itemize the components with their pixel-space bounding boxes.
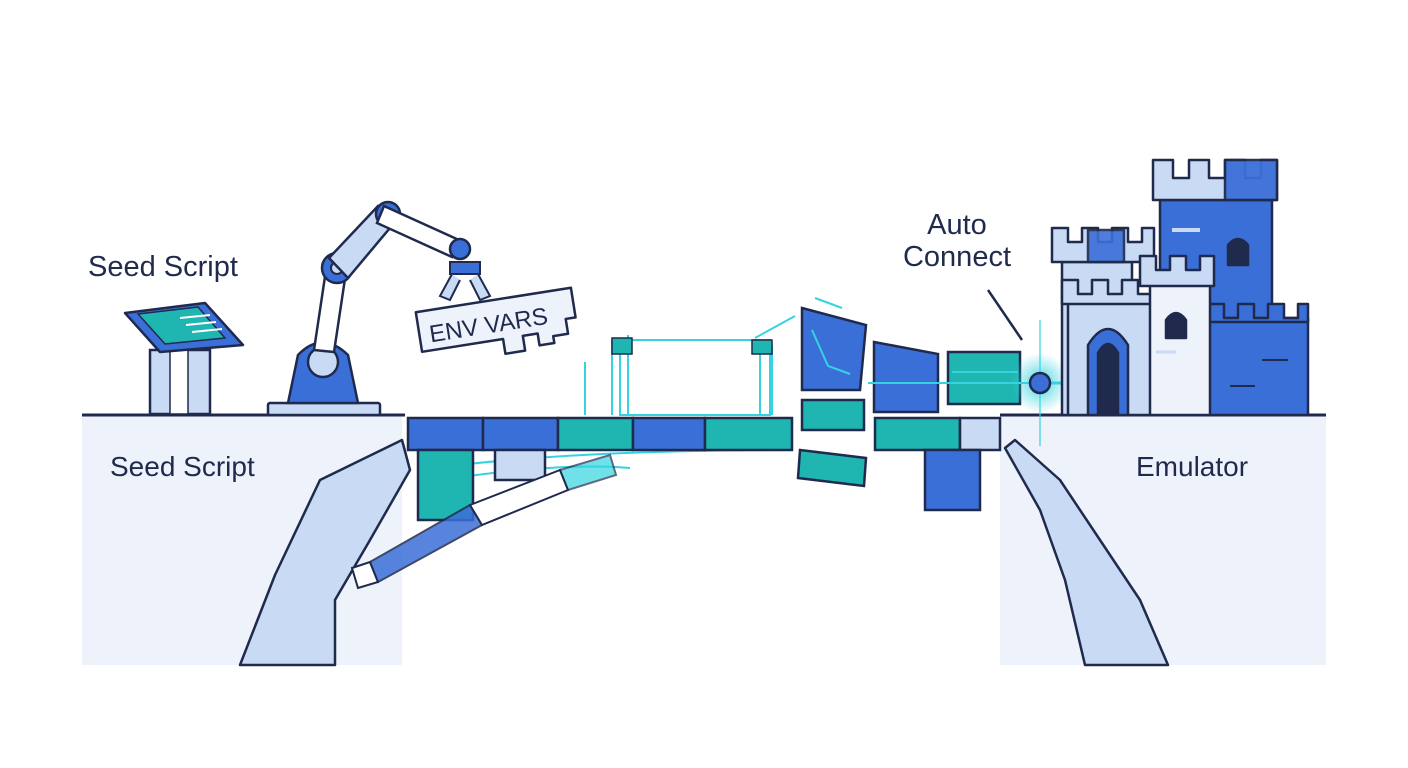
auto-connect-label: Auto Connect: [882, 209, 1032, 274]
seed-script-cliff-label: Seed Script: [110, 451, 255, 482]
seed-script-label: Seed Script: [88, 251, 238, 283]
connector-node: [1028, 371, 1052, 395]
floating-fragments: [796, 306, 1022, 488]
auto-connect-line2: Connect: [902, 240, 1011, 273]
bridge-deck: [406, 416, 1002, 522]
emulator-castle: [1050, 158, 1310, 417]
robot-arm: [266, 200, 492, 417]
seed-script-kiosk: [123, 301, 245, 416]
bridge-arch: [350, 453, 618, 590]
emulator-label: Emulator: [1136, 451, 1249, 482]
env-vars-key: ENV VARS: [414, 286, 577, 356]
right-cliff: [1000, 413, 1326, 667]
auto-connect-line1: Auto: [927, 209, 987, 241]
left-cliff: [82, 413, 412, 667]
